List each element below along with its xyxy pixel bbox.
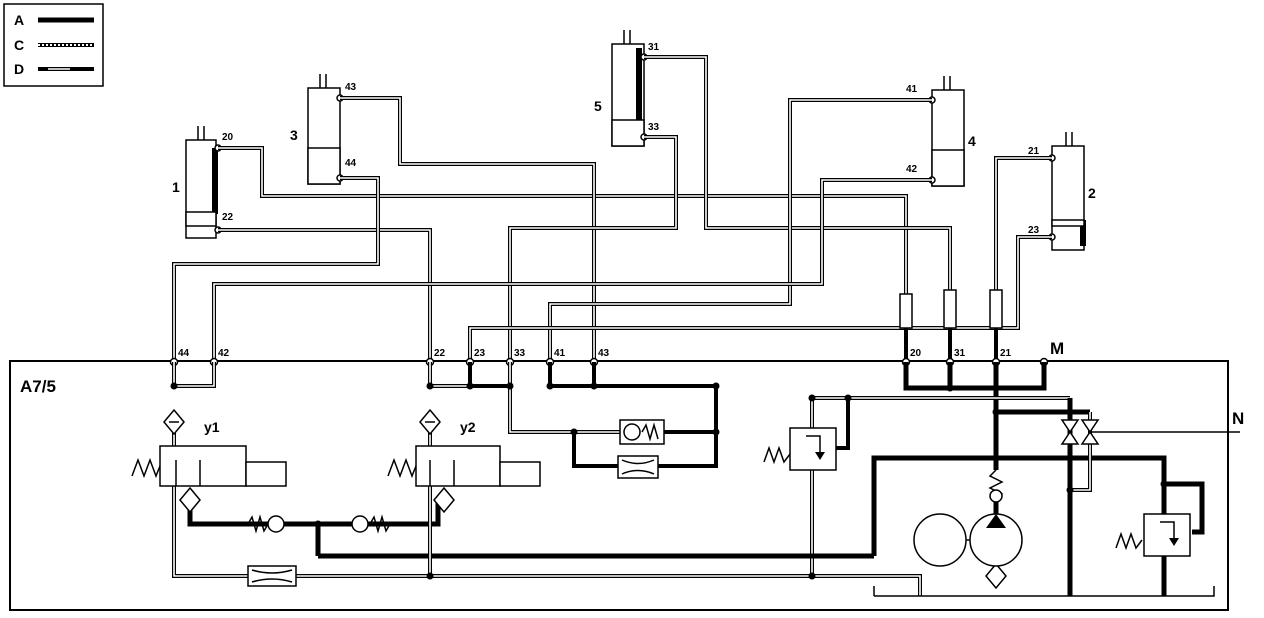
cylinder-2-label: 2	[1088, 185, 1096, 201]
port-label: 43	[345, 82, 357, 93]
cylinder-1-label: 1	[172, 179, 180, 195]
legend: A C D	[3, 3, 104, 87]
filter-symbols	[163, 408, 1007, 590]
check-valves	[247, 419, 665, 534]
point-m-label: M	[1050, 339, 1064, 358]
port-label: 22	[222, 212, 234, 223]
cylinder-5-label: 5	[594, 98, 602, 114]
point-n-label: N	[1232, 409, 1244, 428]
legend-key-c: C	[14, 37, 24, 53]
port-label: 41	[554, 348, 566, 359]
pipe-network	[172, 55, 1052, 362]
valve-y1-label: y1	[204, 419, 220, 435]
port-label: 42	[218, 348, 230, 359]
port-label: 20	[222, 132, 234, 143]
port-label: 33	[648, 122, 660, 133]
port-label: 44	[178, 348, 190, 359]
legend-key-a: A	[14, 12, 24, 28]
cylinder-5: 5 31 33	[594, 30, 660, 147]
port-label: 21	[1028, 146, 1040, 157]
unit-box	[9, 360, 1229, 611]
port-label: 23	[1028, 225, 1040, 236]
motor-icon	[913, 513, 967, 567]
legend-key-d: D	[14, 61, 24, 77]
valve-y1: y1	[131, 419, 287, 487]
pump-motor	[913, 469, 1023, 567]
internal-circuit: N	[170, 362, 1244, 597]
port-label: 22	[434, 348, 446, 359]
cylinder-4-label: 4	[968, 133, 976, 149]
cylinder-3: 3 43 44	[290, 74, 357, 185]
port-label: 31	[648, 42, 660, 53]
port-label: 23	[474, 348, 486, 359]
valve-y2: y2	[387, 419, 541, 487]
port-label: 21	[1000, 348, 1012, 359]
unit-label: A7/5	[20, 377, 56, 396]
port-label: 42	[906, 164, 918, 175]
cylinder-3-label: 3	[290, 127, 298, 143]
shuttle-valves	[1060, 419, 1100, 445]
port-label: 41	[906, 84, 918, 95]
port-label: 44	[345, 158, 357, 169]
port-label: 20	[910, 348, 922, 359]
port-label: 31	[954, 348, 966, 359]
cylinder-2: 2 21 23	[1028, 132, 1096, 251]
valve-y2-label: y2	[460, 419, 476, 435]
relief-valve-2	[1115, 513, 1191, 557]
port-label: 33	[514, 348, 526, 359]
port-label: 43	[598, 348, 610, 359]
cylinder-4: 4 41 42	[906, 76, 976, 187]
relief-valve-1	[763, 427, 837, 471]
cylinder-1: 1 20 22	[172, 126, 234, 239]
throttles	[247, 455, 659, 587]
